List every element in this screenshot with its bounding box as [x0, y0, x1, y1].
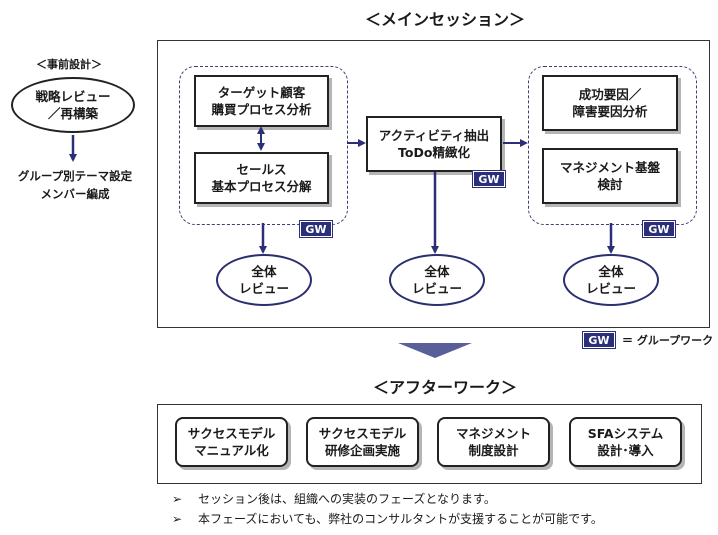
success-line1: 成功要因／: [578, 87, 642, 102]
review-center-line1: 全体: [424, 264, 450, 279]
after-item-4-line2: 設計･導入: [597, 443, 654, 458]
review-left-line2: レビュー: [238, 281, 289, 296]
mgmt-line2: 検討: [597, 177, 623, 192]
caption-line1: グループ別テーマ設定: [17, 169, 133, 183]
after-item-2-line1: サクセスモデル: [318, 426, 407, 441]
success-line2: 障害要因分析: [572, 104, 648, 119]
success-factor-box: 成功要因／ 障害要因分析: [542, 75, 678, 131]
after-item-manual: サクセスモデル マニュアル化: [175, 417, 288, 467]
pre-design-caption: グループ別テーマ設定 メンバー編成: [8, 167, 142, 203]
review-ellipse-right: 全体 レビュー: [563, 254, 659, 306]
legend-gw-badge: GW: [582, 331, 616, 349]
after-item-sfa: SFAシステム 設計･導入: [569, 417, 682, 467]
after-work-title: ＜アフターワーク＞: [372, 378, 517, 397]
pre-design-title: ＜事前設計＞: [36, 58, 102, 71]
gw-badge-center: GW: [472, 170, 506, 188]
note-bullet-1: ➢: [172, 492, 183, 506]
after-item-4-line1: SFAシステム: [587, 426, 664, 441]
after-item-1-line2: マニュアル化: [194, 443, 269, 458]
review-right-line1: 全体: [598, 264, 624, 279]
after-item-2-line2: 研修企画実施: [324, 443, 400, 458]
right-dashed-group: [528, 66, 697, 225]
sales-process-box: セールス 基本プロセス分解: [194, 152, 329, 204]
main-session-title: ＜メインセッション＞: [364, 10, 525, 29]
review-center-line2: レビュー: [411, 281, 462, 296]
legend-text: ＝ グループワーク: [622, 334, 714, 347]
sales-line2: 基本プロセス分解: [211, 179, 312, 194]
target-line2: 購買プロセス分析: [211, 102, 312, 117]
strategy-review-line1: 戦略レビュー: [35, 89, 111, 104]
sales-line1: セールス: [236, 162, 287, 177]
after-item-training: サクセスモデル 研修企画実施: [306, 417, 419, 467]
gw-badge-left: GW: [299, 220, 333, 238]
after-item-3-line2: 制度設計: [468, 443, 519, 458]
activity-line2: ToDo精緻化: [398, 145, 470, 160]
target-line1: ターゲット顧客: [217, 85, 306, 100]
note-line-2: ➢ 本フェーズにおいても、弊社のコンサルタントが支援することが可能です。: [172, 510, 603, 527]
review-left-line1: 全体: [251, 264, 277, 279]
note-text-1: セッション後は、組織への実装のフェーズとなります。: [198, 492, 496, 506]
activity-line1: アクティビティ抽出: [378, 128, 490, 143]
strategy-review-line2: ／再構築: [47, 106, 98, 121]
review-right-line2: レビュー: [585, 281, 636, 296]
note-line-1: ➢ セッション後は、組織への実装のフェーズとなります。: [172, 490, 496, 507]
note-bullet-2: ➢: [172, 512, 183, 526]
strategy-review-ellipse: 戦略レビュー ／再構築: [11, 77, 135, 133]
section-down-arrow: [398, 343, 472, 358]
caption-line2: メンバー編成: [40, 187, 110, 201]
activity-box: アクティビティ抽出 ToDo精緻化: [366, 116, 502, 172]
gw-badge-right: GW: [642, 220, 676, 238]
review-ellipse-center: 全体 レビュー: [389, 254, 485, 306]
mgmt-line1: マネジメント基盤: [559, 160, 660, 175]
after-item-1-line1: サクセスモデル: [187, 426, 276, 441]
after-item-3-line1: マネジメント: [455, 426, 531, 441]
note-text-2: 本フェーズにおいても、弊社のコンサルタントが支援することが可能です。: [198, 512, 603, 526]
review-ellipse-left: 全体 レビュー: [216, 254, 312, 306]
target-customer-box: ターゲット顧客 購買プロセス分析: [194, 75, 329, 127]
management-base-box: マネジメント基盤 検討: [542, 148, 678, 204]
after-item-system-design: マネジメント 制度設計: [437, 417, 550, 467]
